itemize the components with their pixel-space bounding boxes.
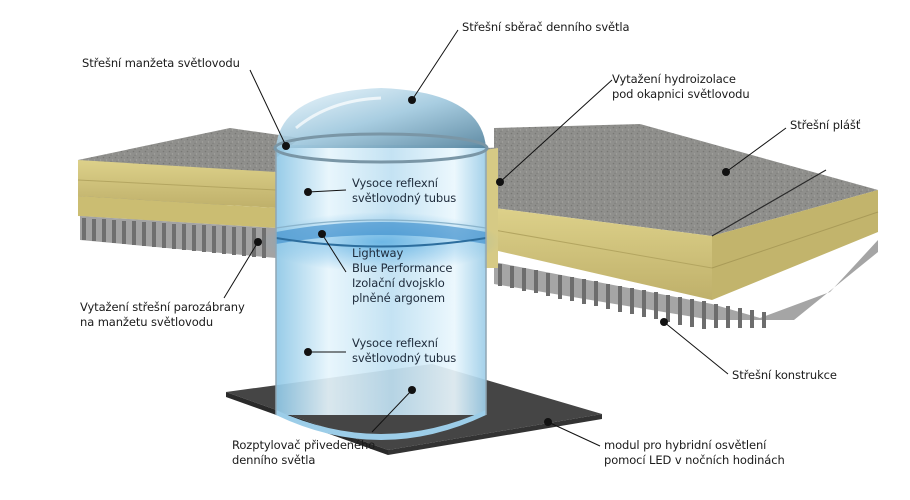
dot-led-module: [544, 418, 552, 426]
label-roof-structure: Střešní konstrukce: [732, 368, 837, 382]
label-vapor-barrier: Vytažení střešní parozábrany na manžetu …: [80, 300, 245, 329]
dot-tube-lower: [304, 348, 312, 356]
dot-roof-collector: [408, 96, 416, 104]
dot-roof-shell: [722, 168, 730, 176]
dot-diffuser: [408, 386, 416, 394]
leader-tube-upper: [307, 189, 347, 193]
dot-roof-flashing: [282, 142, 290, 150]
label-reflective-tube-lower: Vysoce reflexní světlovodný tubus: [352, 336, 457, 365]
label-roof-shell: Střešní plášť: [790, 118, 861, 132]
leader-lines: [223, 29, 787, 447]
leader-dots: [254, 96, 730, 426]
roof-dome: [273, 88, 489, 164]
dot-lightway: [318, 230, 326, 238]
leader-vapor-barrier: [223, 241, 259, 299]
label-reflective-tube-upper: Vysoce reflexní světlovodný tubus: [352, 176, 457, 205]
leader-waterproofing: [499, 79, 613, 183]
label-led-module: modul pro hybridní osvětlení pomocí LED …: [604, 438, 785, 467]
leader-roof-structure: [663, 321, 729, 375]
label-waterproofing: Vytažení hydroizolace pod okapnici světl…: [612, 72, 750, 101]
leader-led-module: [547, 421, 601, 447]
leader-roof-collector: [411, 29, 459, 101]
dot-tube-upper: [304, 188, 312, 196]
label-roof-collector: Střešní sběrač denního světla: [462, 20, 630, 34]
roof-slab-right: [484, 124, 879, 329]
leader-diffuser: [371, 389, 413, 433]
steel-deck-left: [80, 216, 276, 258]
leader-roof-flashing: [249, 69, 287, 147]
label-diffuser: Rozptylovač přivedeného denního světla: [232, 438, 376, 467]
label-lightway: Lightway Blue Performance Izolační dvojs…: [352, 246, 453, 305]
leader-lightway: [321, 233, 347, 273]
steel-deck-right: [494, 240, 878, 329]
leader-roof-shell: [725, 127, 787, 173]
roof-slab-left: [77, 128, 300, 258]
dot-vapor-barrier: [254, 238, 262, 246]
label-roof-flashing: Střešní manžeta světlovodu: [82, 56, 240, 70]
dot-roof-structure: [660, 318, 668, 326]
dot-waterproofing: [496, 178, 504, 186]
